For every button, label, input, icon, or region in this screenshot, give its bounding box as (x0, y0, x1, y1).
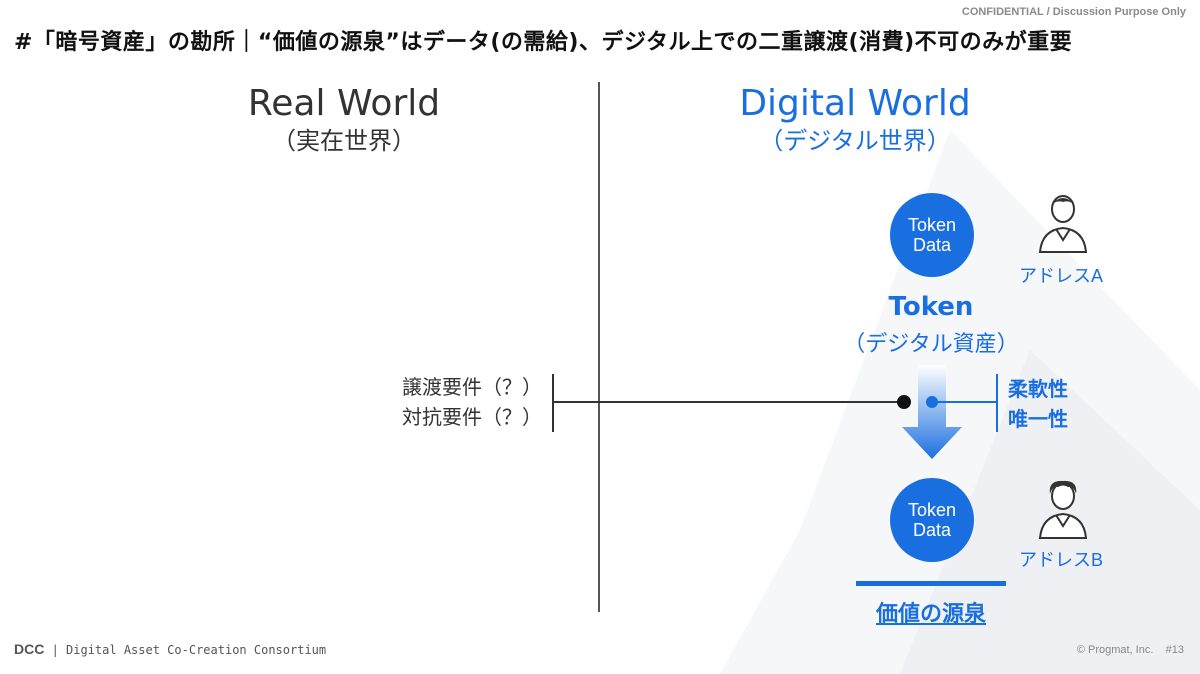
digital-world-subheading: （デジタル世界） (759, 127, 951, 155)
footer-right: © Progmat, Inc. #13 (1077, 644, 1184, 656)
connector-dot-black (897, 395, 911, 409)
value-source-bar (856, 581, 1006, 586)
world-divider (598, 82, 600, 612)
org-name: Digital Asset Co-Creation Consortium (66, 643, 327, 657)
connector-line (553, 401, 904, 403)
properties-list: 柔軟性 唯一性 (1008, 374, 1068, 434)
person-b-icon (1038, 480, 1088, 539)
token-data-line2: Data (912, 235, 952, 255)
down-arrow-icon (902, 365, 962, 459)
property-connector-line (938, 401, 996, 403)
token-data-line2: Data (912, 520, 952, 540)
property-flexibility: 柔軟性 (1008, 377, 1068, 401)
value-source-label: 価値の源泉 (875, 602, 986, 627)
address-b-label: アドレスB (1019, 550, 1104, 570)
token-data-circle-top: Token Data (890, 193, 974, 277)
footer-org: DCC | Digital Asset Co-Creation Consorti… (14, 641, 327, 657)
connector-dot-blue (926, 396, 938, 408)
requirements-list: 譲渡要件（？） 対抗要件（？） (392, 372, 542, 432)
property-uniqueness: 唯一性 (1008, 407, 1068, 431)
requirement-transfer: 譲渡要件（？） (402, 375, 542, 399)
requirement-perfection: 対抗要件（？） (402, 405, 542, 429)
token-data-line1: Token (907, 215, 957, 235)
token-data-line1: Token (907, 500, 957, 520)
confidential-label: CONFIDENTIAL / Discussion Purpose Only (961, 6, 1186, 18)
copyright: © Progmat, Inc. (1076, 644, 1154, 656)
token-data-circle-bottom: Token Data (890, 478, 974, 562)
requirements-bracket (552, 374, 554, 432)
properties-bracket (996, 374, 998, 432)
token-sublabel: （デジタル資産） (843, 332, 1019, 357)
page-number: #13 (1165, 644, 1184, 656)
person-a-icon (1038, 195, 1088, 253)
org-abbr: DCC (14, 641, 45, 657)
digital-world-heading: Digital World (739, 83, 971, 124)
address-a-label: アドレスA (1019, 266, 1104, 286)
token-label: Token (888, 292, 974, 322)
real-world-heading: Real World (247, 83, 441, 124)
real-world-subheading: （実在世界） (272, 127, 416, 155)
page-title: #「暗号資産」の勘所｜“価値の源泉”はデータ(の需給)、デジタル上での二重譲渡(… (14, 30, 1073, 55)
